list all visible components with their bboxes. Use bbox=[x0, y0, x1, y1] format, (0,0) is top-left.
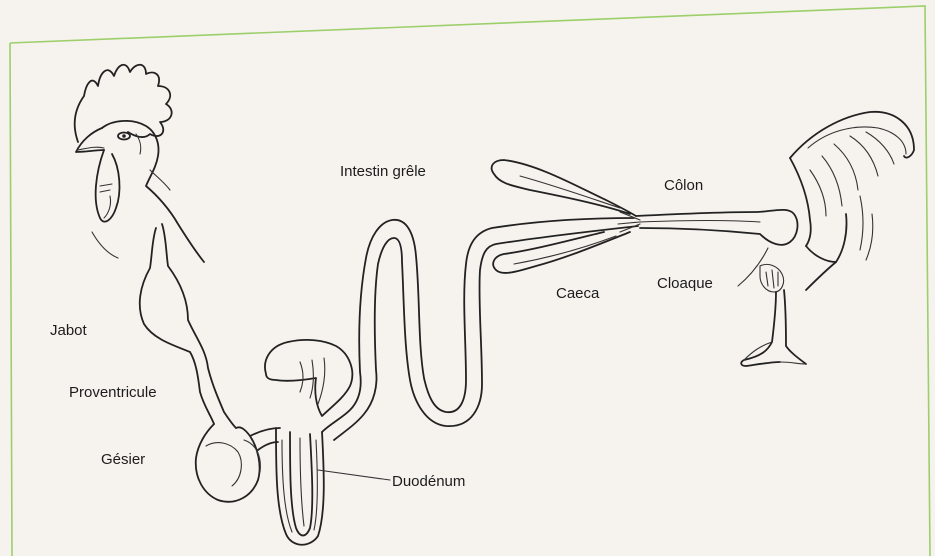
label-jabot: Jabot bbox=[50, 323, 87, 338]
label-gesier: Gésier bbox=[101, 452, 145, 467]
label-caeca: Caeca bbox=[556, 286, 599, 301]
label-colon: Côlon bbox=[664, 178, 703, 193]
label-proventricule: Proventricule bbox=[69, 385, 157, 400]
digestive-tract-drawing bbox=[140, 160, 798, 545]
label-cloaque: Cloaque bbox=[657, 276, 713, 291]
rooster-head-drawing bbox=[75, 65, 204, 262]
label-duodenum: Duodénum bbox=[392, 474, 465, 489]
diagram-frame bbox=[10, 6, 930, 556]
label-intestin-grele: Intestin grêle bbox=[340, 164, 426, 179]
